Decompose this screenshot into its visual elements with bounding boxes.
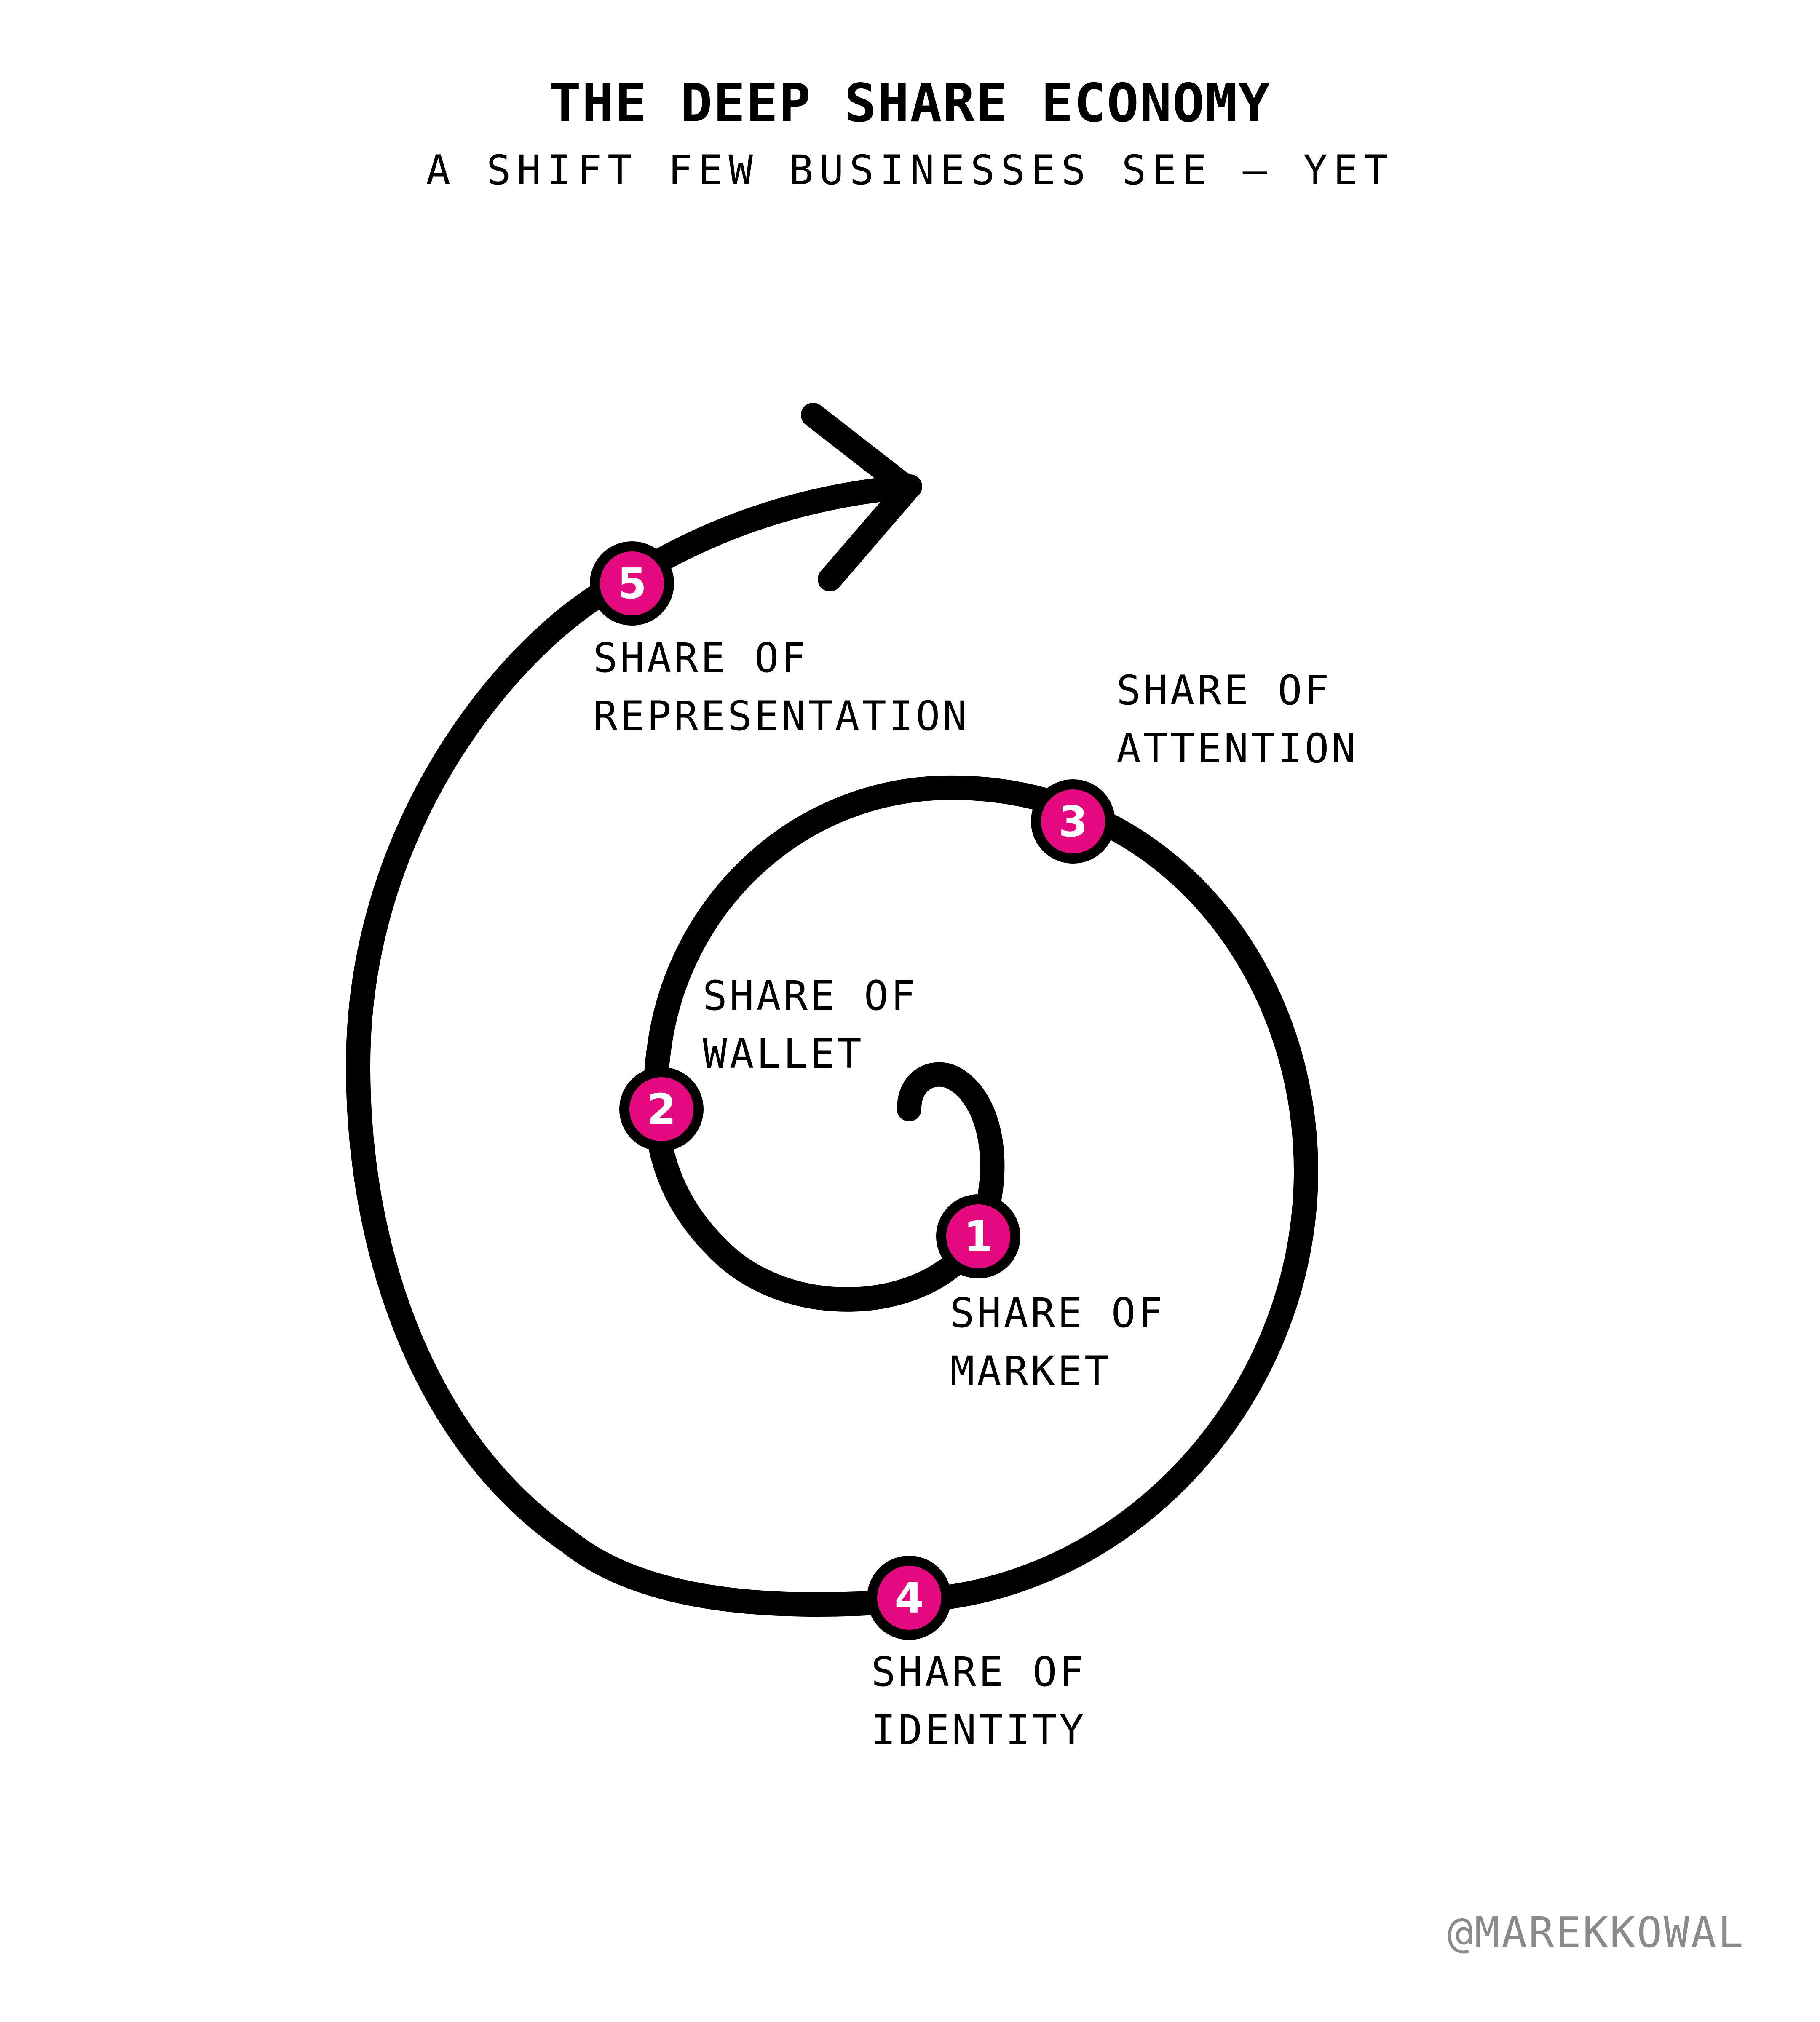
stage-label-2: SHARE OF WALLET: [703, 967, 918, 1083]
stage-label-3-line1: SHARE OF: [1116, 667, 1332, 714]
stage-label-1-line2: MARKET: [950, 1348, 1111, 1395]
stage-label-4-line2: IDENTITY: [871, 1706, 1087, 1754]
spiral-path: [346, 474, 1318, 1617]
stage-label-5-line2: REPRESENTATION: [593, 693, 970, 740]
stage-marker-1: 1: [936, 1194, 1020, 1278]
stage-label-2-line1: SHARE OF: [703, 972, 918, 1019]
stage-marker-2: 2: [619, 1067, 704, 1151]
stage-label-1: SHARE OF MARKET: [950, 1284, 1165, 1400]
stage-label-5-line1: SHARE OF: [593, 634, 808, 682]
stage-number-3: 3: [1058, 797, 1088, 846]
stage-number-1: 1: [964, 1212, 993, 1261]
stage-marker-4: 4: [867, 1556, 951, 1640]
diagram-title: THE DEEP SHARE ECONOMY: [549, 72, 1271, 134]
stage-number-4: 4: [894, 1573, 924, 1623]
author-handle: @MAREKKOWAL: [1447, 1908, 1745, 1957]
diagram-subtitle: A SHIFT FEW BUSINESSES SEE – YET: [426, 147, 1394, 194]
stage-number-5: 5: [617, 559, 647, 608]
stage-label-2-line2: WALLET: [703, 1030, 864, 1078]
stage-label-1-line1: SHARE OF: [950, 1289, 1165, 1337]
stage-marker-3: 3: [1031, 779, 1115, 864]
stage-marker-5: 5: [590, 541, 674, 626]
stage-label-3: SHARE OF ATTENTION: [1116, 661, 1358, 778]
stage-label-4: SHARE OF IDENTITY: [871, 1643, 1086, 1759]
stage-label-3-line2: ATTENTION: [1116, 725, 1359, 772]
stage-number-2: 2: [647, 1085, 676, 1134]
arrowhead-icon: [801, 403, 920, 591]
stage-label-5: SHARE OF REPRESENTATION: [593, 629, 969, 745]
stage-label-4-line1: SHARE OF: [871, 1648, 1087, 1696]
